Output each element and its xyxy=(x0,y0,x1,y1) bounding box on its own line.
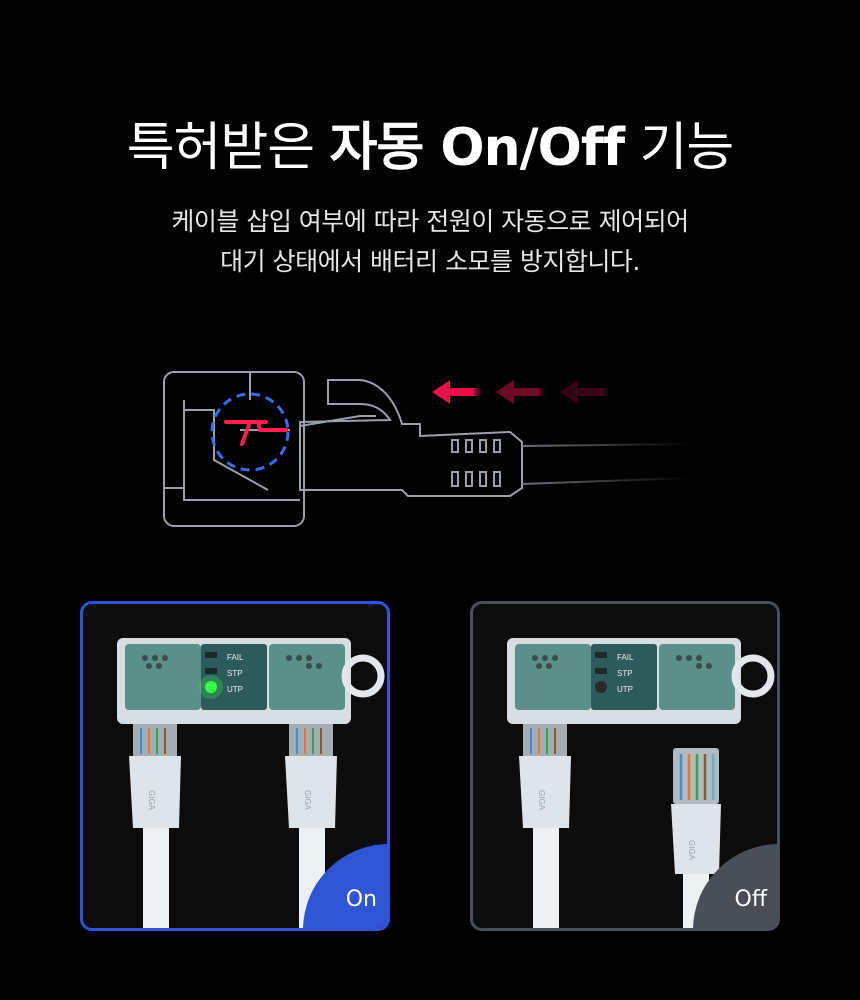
title-suffix: 기능 xyxy=(639,118,735,178)
panel-off: FAIL STP UTP GIGA GIGA Off xyxy=(470,601,780,931)
connector-diagram xyxy=(150,360,710,540)
subtitle-line-1: 케이블 삽입 여부에 따라 전원이 자동으로 제어되어 xyxy=(171,207,689,236)
arrow-left-icon xyxy=(432,380,482,404)
cable-line xyxy=(521,443,691,485)
plug-right xyxy=(285,756,337,828)
label-fail: FAIL xyxy=(617,653,634,662)
panel-on: FAIL STP UTP GIGA GIGA On xyxy=(80,601,390,931)
label-stp: STP xyxy=(617,669,633,678)
arrow-left-icon xyxy=(560,380,610,404)
rj45-plug xyxy=(299,379,523,497)
switch-highlight xyxy=(210,392,290,472)
cable-mark-right: GIGA xyxy=(303,790,312,811)
cable-mark-right: GIGA xyxy=(687,840,696,861)
subtitle-line-2: 대기 상태에서 배터리 소모를 방지합니다. xyxy=(220,247,640,276)
plug-left xyxy=(129,756,181,828)
page-title: 특허받은 자동 On/Off 기능 xyxy=(0,112,860,184)
status-badge-off: Off xyxy=(693,844,777,928)
utp-led-off xyxy=(595,681,607,693)
page-subtitle: 케이블 삽입 여부에 따라 전원이 자동으로 제어되어 대기 상태에서 배터리 … xyxy=(0,202,860,282)
title-prefix: 특허받은 xyxy=(126,118,315,178)
title-bold: 자동 On/Off xyxy=(329,118,625,178)
tester-off-photo: FAIL STP UTP GIGA GIGA xyxy=(507,638,775,928)
plug-right-unplugged xyxy=(671,804,721,874)
plug-left xyxy=(519,756,571,828)
cable-mark-left: GIGA xyxy=(537,790,546,811)
connector-diagram-illustration xyxy=(163,371,691,527)
label-utp: UTP xyxy=(227,685,243,694)
cable-mark-left: GIGA xyxy=(147,790,156,811)
label-utp: UTP xyxy=(617,685,633,694)
hook-ring xyxy=(731,654,775,698)
label-stp: STP xyxy=(227,669,243,678)
utp-led-on xyxy=(205,681,217,693)
hook-ring xyxy=(341,654,385,698)
label-fail: FAIL xyxy=(227,653,244,662)
arrow-left-icon xyxy=(496,380,546,404)
